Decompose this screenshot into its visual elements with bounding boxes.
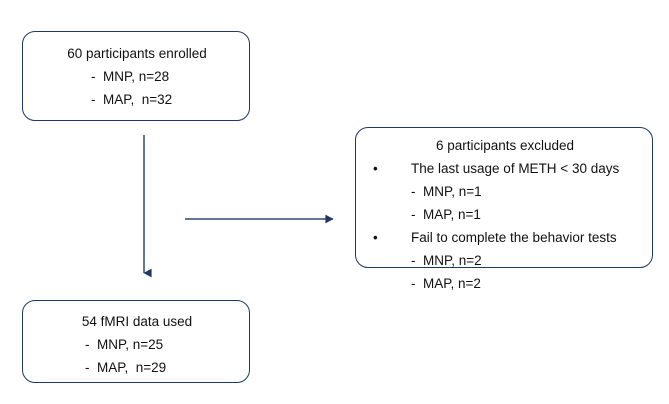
bullet-text-1: The last usage of METH < 30 days	[411, 161, 620, 176]
node-excluded[interactable]: 6 participants excluded • The last usage…	[355, 127, 653, 291]
node-fmri-line-map: - MAP, n=29	[85, 360, 167, 375]
bullet-text-2: Fail to complete the behavior tests	[411, 230, 617, 245]
node-enrolled-line-map: - MAP, n=32	[91, 92, 173, 107]
bullet-1-sub-map: - MAP, n=1	[411, 207, 481, 222]
bullet-marker-1: •	[373, 161, 378, 176]
node-enrolled-heading: 60 participants enrolled	[67, 46, 207, 61]
bullet-2-sub-mnp: - MNP, n=2	[411, 253, 482, 268]
node-fmri-used[interactable]: 54 fMRI data used - MNP, n=25 - MAP, n=2…	[22, 300, 250, 383]
bullet-marker-2: •	[373, 230, 378, 245]
node-fmri-line-mnp: - MNP, n=25	[85, 337, 164, 352]
bullet-2-sub-map: - MAP, n=2	[411, 276, 481, 291]
node-enrolled-line-mnp: - MNP, n=28	[91, 69, 170, 84]
node-enrolled[interactable]: 60 participants enrolled - MNP, n=28 - M…	[22, 31, 250, 121]
node-excluded-heading: 6 participants excluded	[435, 138, 575, 153]
node-fmri-heading: 54 fMRI data used	[81, 314, 193, 329]
bullet-1-sub-mnp: - MNP, n=1	[411, 184, 482, 199]
